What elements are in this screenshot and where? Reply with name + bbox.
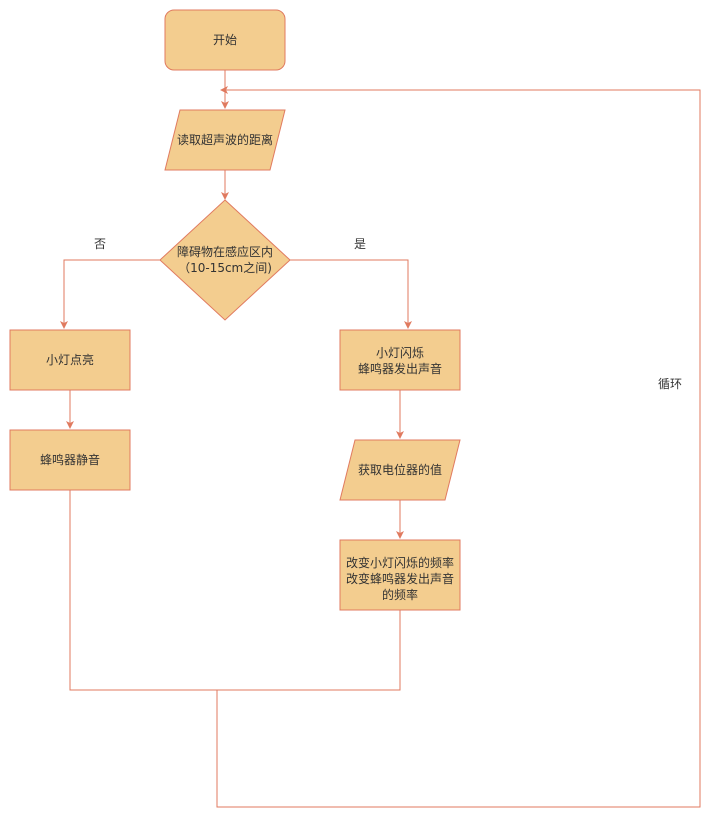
edges xyxy=(60,70,701,808)
read-pot-label: 获取电位器的值 xyxy=(358,462,442,477)
read-distance-label: 读取超声波的距离 xyxy=(177,132,273,147)
edge-loop-back xyxy=(216,86,701,808)
node-start: 开始 xyxy=(164,9,286,71)
node-read-distance: 读取超声波的距离 xyxy=(164,109,286,171)
loop-label: 循环 xyxy=(658,377,682,391)
node-change-freq: 改变小灯闪烁的频率 改变蜂鸣器发出声音 的频率 xyxy=(339,539,461,611)
light-on-label: 小灯点亮 xyxy=(46,352,94,367)
node-read-pot: 获取电位器的值 xyxy=(339,439,461,501)
yes-label: 是 xyxy=(354,237,366,251)
decision-label-line2: （10-15cm之间) xyxy=(178,261,272,275)
edge-merge xyxy=(69,490,401,691)
node-buzzer-mute: 蜂鸣器静音 xyxy=(9,429,131,491)
edge-decision-yes xyxy=(290,259,412,329)
blink-sound-line1: 小灯闪烁 xyxy=(376,346,424,360)
change-freq-line3: 的频率 xyxy=(382,587,418,602)
no-label: 否 xyxy=(94,237,106,251)
edge-decision-no xyxy=(60,259,161,329)
change-freq-line1: 改变小灯闪烁的频率 xyxy=(346,555,454,570)
node-light-on: 小灯点亮 xyxy=(9,329,131,391)
node-decision: 障碍物在感应区内 （10-15cm之间) xyxy=(159,199,291,321)
buzzer-mute-label: 蜂鸣器静音 xyxy=(40,452,100,467)
change-freq-line2: 改变蜂鸣器发出声音 xyxy=(346,571,454,586)
node-blink-sound: 小灯闪烁 蜂鸣器发出声音 xyxy=(339,329,461,391)
blink-sound-line2: 蜂鸣器发出声音 xyxy=(358,361,442,376)
start-label: 开始 xyxy=(213,33,237,47)
decision-label-line1: 障碍物在感应区内 xyxy=(177,244,273,259)
